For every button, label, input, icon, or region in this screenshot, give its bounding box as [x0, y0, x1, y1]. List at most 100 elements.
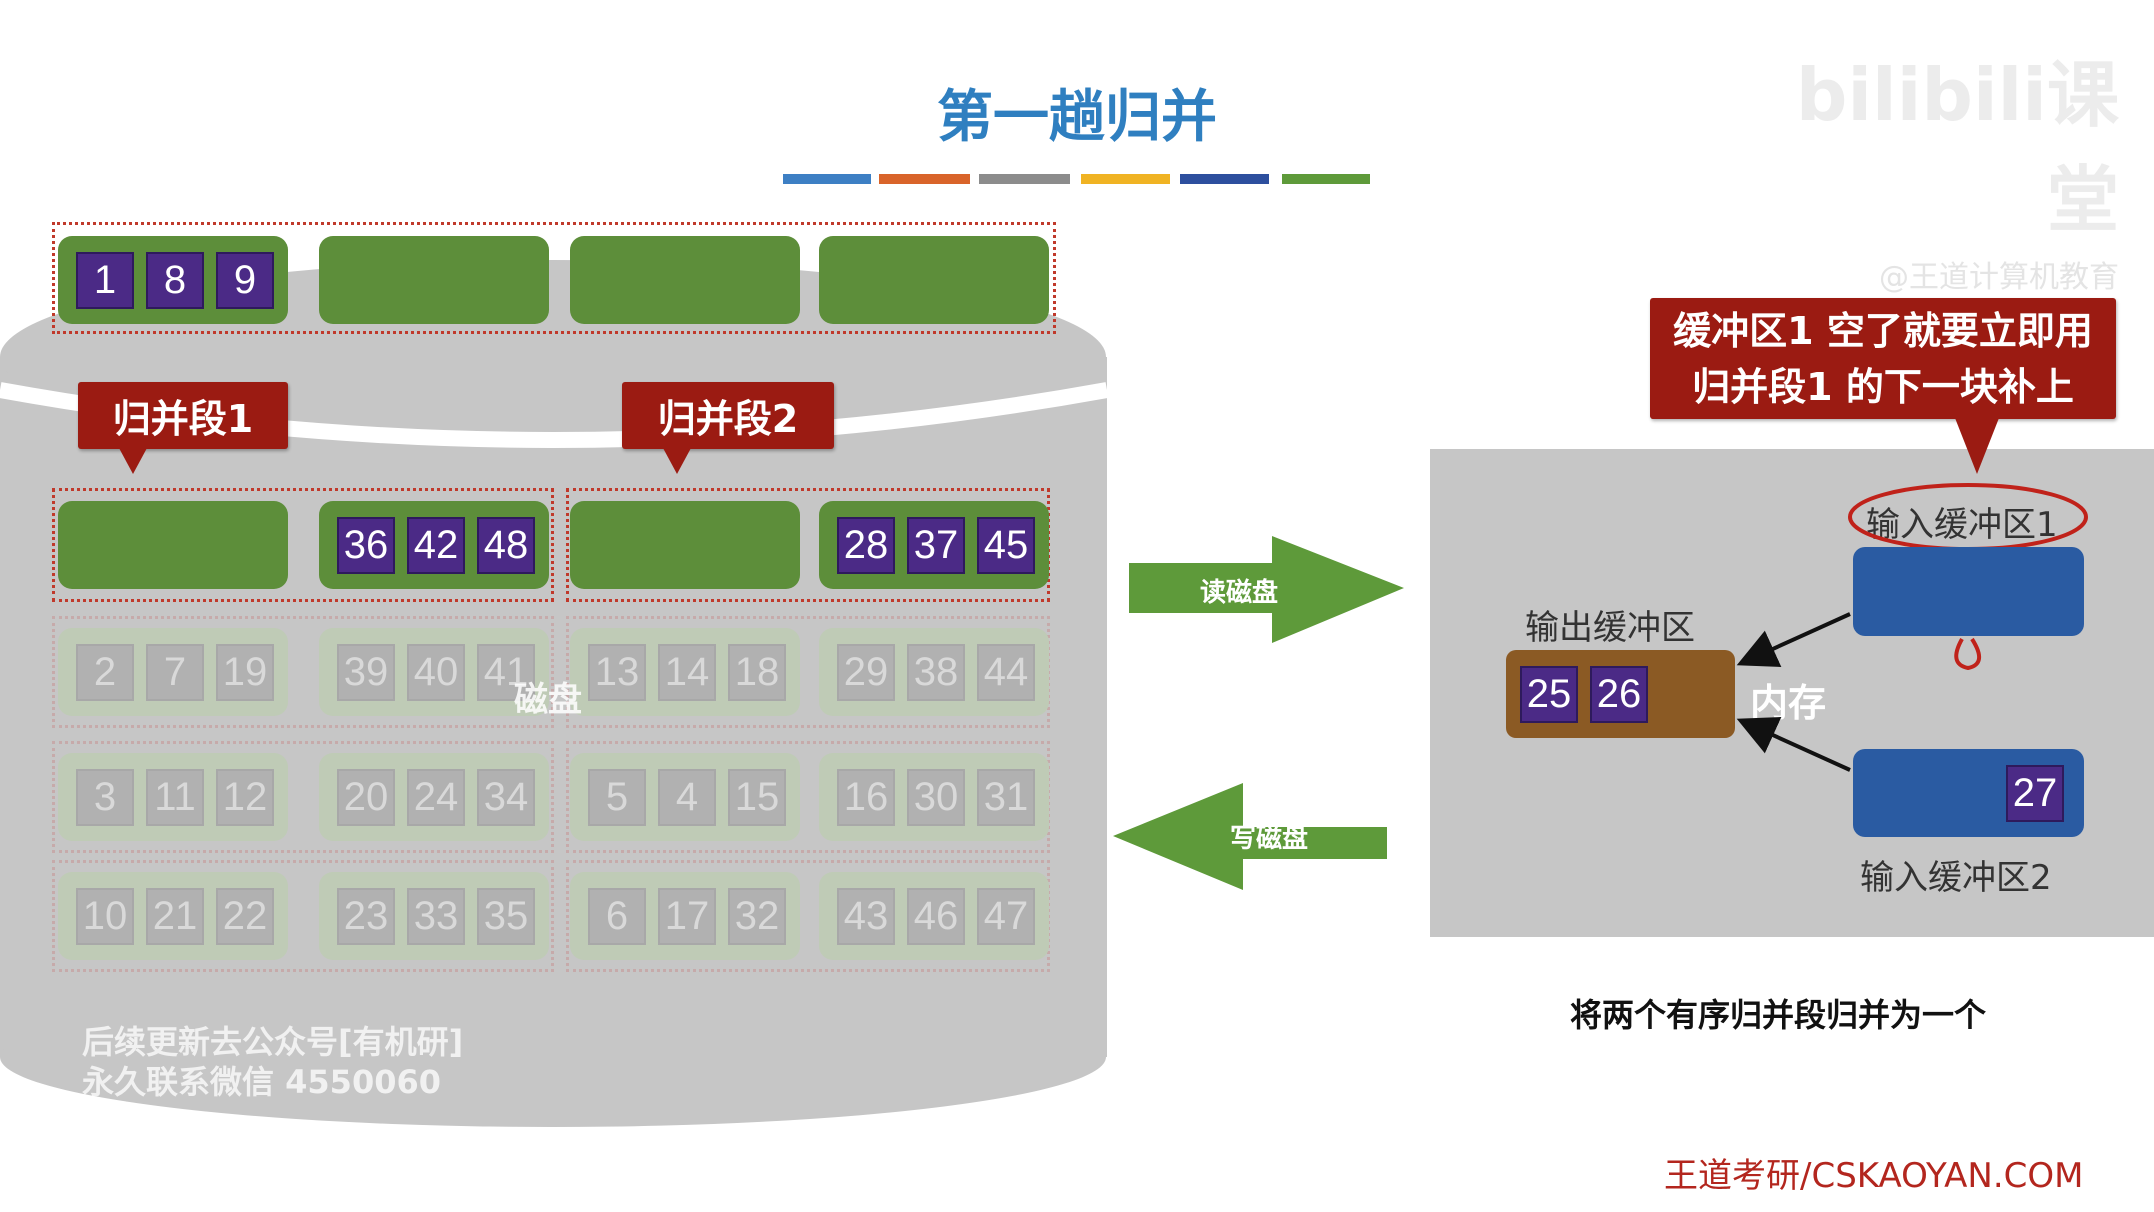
- record-cell: 5: [588, 768, 646, 826]
- record-cell: 26: [1590, 665, 1648, 723]
- read-arrow-shape: [1129, 536, 1404, 643]
- bilibili-watermark: bilibili课堂 @王道计算机教育: [1779, 36, 2119, 296]
- merge-arrows: [1736, 612, 1851, 772]
- color-bar-segment: [1282, 174, 1370, 184]
- read-disk-label: 读磁盘: [1200, 578, 1279, 608]
- record-cell: 1: [76, 251, 134, 309]
- record-cell: 48: [477, 516, 535, 574]
- color-bar-segment: [1081, 174, 1170, 184]
- record-cell: 24: [407, 768, 465, 826]
- record-cell: 44: [977, 643, 1035, 701]
- watermark-brand: bilibili课堂: [1795, 53, 2119, 242]
- record-cell: 3: [76, 768, 134, 826]
- input-buffer-2-label: 输入缓冲区2: [1860, 858, 2052, 898]
- record-cell: 38: [907, 643, 965, 701]
- record-cell: 2: [76, 643, 134, 701]
- record-cell: 8: [146, 251, 204, 309]
- record-cell: 25: [1520, 665, 1578, 723]
- dotted-group-border: [52, 741, 554, 853]
- record-cell: 16: [837, 768, 895, 826]
- record-cell: 27: [2006, 764, 2064, 822]
- dotted-group-border: [52, 222, 1056, 334]
- segment-label-2: 归并段2: [622, 382, 834, 449]
- record-cell: 40: [407, 643, 465, 701]
- empty-disk-block: [819, 236, 1049, 324]
- record-cell: 11: [146, 768, 204, 826]
- record-cell: 18: [728, 643, 786, 701]
- record-cell: 17: [658, 887, 716, 945]
- overlay-line-2: 永久联系微信 4550060: [82, 1063, 442, 1101]
- record-cell: 39: [337, 643, 395, 701]
- segment-label-1-text: 归并段1: [112, 397, 254, 441]
- record-cell: 45: [977, 516, 1035, 574]
- footer-brand: 王道考研/CSKAOYAN.COM: [1664, 1156, 2084, 1196]
- write-arrow-shape: [1113, 783, 1387, 890]
- empty-disk-block: [58, 501, 288, 589]
- segment-label-1-pointer: [119, 448, 147, 474]
- record-cell: 30: [907, 768, 965, 826]
- dotted-group-border: [52, 860, 554, 972]
- output-buffer-label: 输出缓冲区: [1525, 608, 1695, 648]
- color-bar-segment: [879, 174, 970, 184]
- record-cell: 23: [337, 887, 395, 945]
- record-cell: 47: [977, 887, 1035, 945]
- segment-label-2-pointer: [663, 448, 691, 474]
- empty-disk-block: [570, 501, 800, 589]
- record-cell: 10: [76, 887, 134, 945]
- record-cell: 28: [837, 516, 895, 574]
- record-cell: 29: [837, 643, 895, 701]
- input-buffer-1-label: 输入缓冲区1: [1866, 505, 2058, 545]
- segment-label-1: 归并段1: [78, 382, 288, 449]
- dotted-group-border: [52, 488, 554, 602]
- record-cell: 19: [216, 643, 274, 701]
- record-cell: 32: [728, 887, 786, 945]
- segment-label-2-text: 归并段2: [657, 397, 799, 441]
- record-cell: 36: [337, 516, 395, 574]
- record-cell: 21: [146, 887, 204, 945]
- dotted-group-border: [52, 616, 554, 728]
- memory-callout: 缓冲区1 空了就要立即用 归并段1 的下一块补上: [1650, 298, 2116, 419]
- color-bar-segment: [783, 174, 871, 184]
- record-cell: 14: [658, 643, 716, 701]
- record-cell: 13: [588, 643, 646, 701]
- record-cell: 31: [977, 768, 1035, 826]
- caption: 将两个有序归并段归并为一个: [1570, 996, 1987, 1034]
- record-cell: 7: [146, 643, 204, 701]
- disk-label: 磁盘: [514, 680, 582, 720]
- empty-disk-block: [319, 236, 549, 324]
- record-cell: 34: [477, 768, 535, 826]
- record-cell: 4: [658, 768, 716, 826]
- color-bar-segment: [979, 174, 1070, 184]
- watermark-sub: @王道计算机教育: [1879, 260, 2119, 295]
- record-cell: 35: [477, 887, 535, 945]
- input-buffer-1: [1853, 547, 2084, 636]
- callout-line-2: 归并段1 的下一块补上: [1692, 364, 2074, 409]
- record-cell: 41: [477, 643, 535, 701]
- record-cell: 20: [337, 768, 395, 826]
- empty-disk-block: [570, 236, 800, 324]
- color-bar-segment: [1180, 174, 1269, 184]
- record-cell: 6: [588, 887, 646, 945]
- record-cell: 9: [216, 251, 274, 309]
- record-cell: 37: [907, 516, 965, 574]
- arrows: [1113, 536, 1404, 890]
- slide-title: 第一趟归并: [937, 85, 1217, 150]
- record-cell: 22: [216, 887, 274, 945]
- overlay-watermark-text: 后续更新去公众号[有机研] 永久联系微信 4550060: [82, 1022, 463, 1102]
- record-cell: 43: [837, 887, 895, 945]
- record-cell: 33: [407, 887, 465, 945]
- input-buffer-2: 27: [1853, 749, 2084, 837]
- record-cell: 12: [216, 768, 274, 826]
